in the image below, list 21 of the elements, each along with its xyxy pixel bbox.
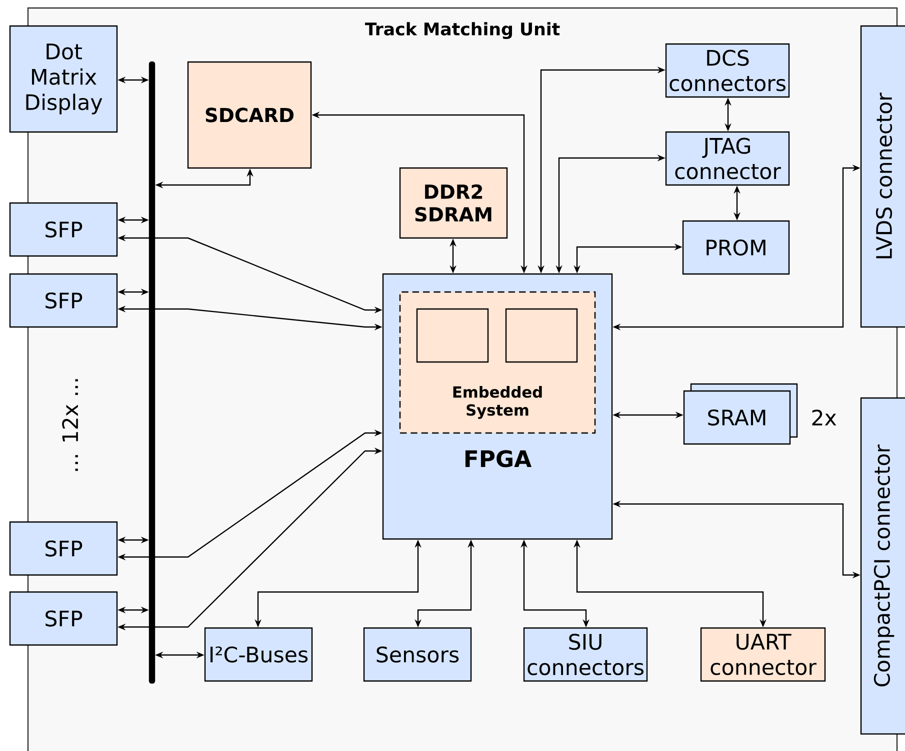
component-box: DCS connectors (665, 43, 790, 98)
connector-bar: LVDS connector (860, 25, 905, 328)
connector-bar: CompactPCI connector (860, 397, 905, 735)
core-box (416, 308, 489, 363)
multiplier-label: 2x (812, 410, 836, 426)
repeat-label: ... 12x ... (62, 379, 78, 471)
core-box (505, 308, 578, 363)
component-box: SFP (9, 591, 118, 646)
component-box: SFP (9, 202, 118, 257)
memory-box-stack: SRAM (683, 383, 798, 445)
component-box: I²C-Buses (204, 627, 313, 682)
component-box: SFP (9, 521, 118, 576)
component-box: PROM (682, 220, 790, 275)
component-box: Dot Matrix Display (9, 25, 118, 133)
component-box: JTAG connector (665, 131, 790, 186)
component-box: UART connector (700, 627, 826, 682)
component-box: DDR2 SDRAM (399, 167, 508, 239)
component-box: SDCARD (187, 61, 312, 169)
component-box: Sensors (363, 627, 472, 682)
component-box: SIU connectors (523, 627, 648, 682)
component-box: SFP (9, 273, 118, 328)
